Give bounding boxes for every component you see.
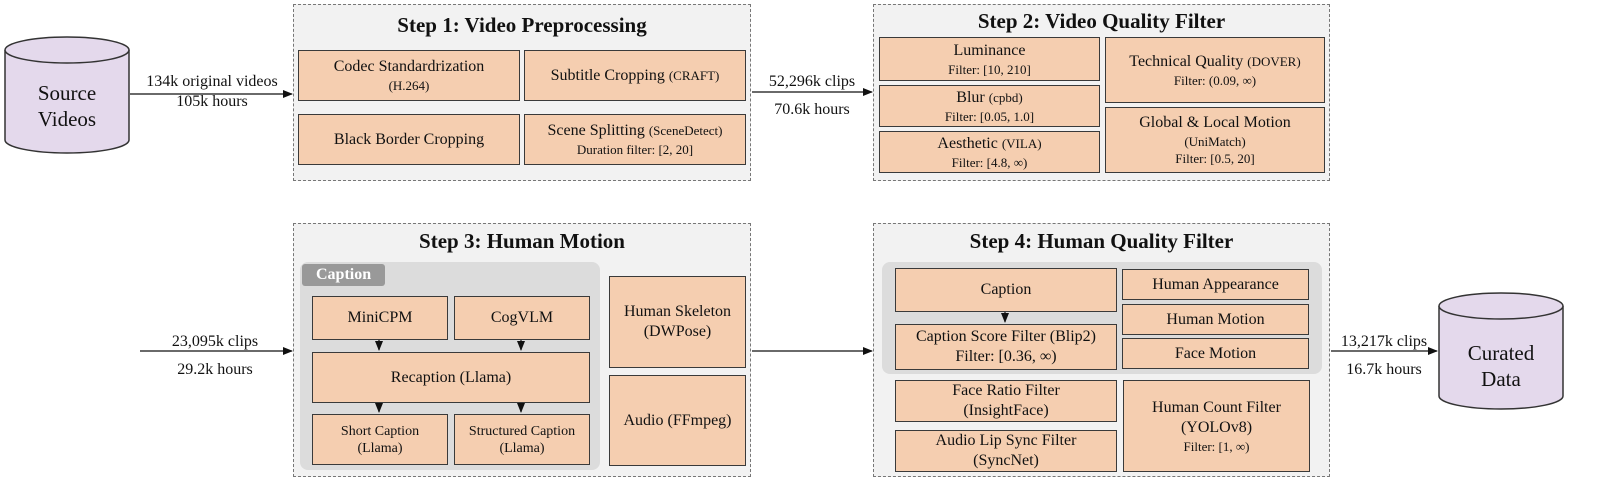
aesthetic-filter: Filter: [4.8, ∞)	[951, 154, 1028, 170]
luminance-box: Luminance Filter: [10, 210]	[879, 37, 1100, 81]
source-label-line2: Videos	[37, 107, 97, 131]
face-motion-label: Face Motion	[1174, 344, 1257, 362]
flow-label-step4-out: 13,217k clips 16.7k hours	[1332, 328, 1436, 384]
cogvlm-box: CogVLM	[454, 296, 590, 340]
lipsync-line1: Audio Lip Sync Filter	[935, 432, 1077, 449]
human-count-filter: Filter: [1, ∞)	[1183, 438, 1250, 454]
flow-hours: 70.6k hours	[774, 101, 850, 118]
human-motion-label: Human Motion	[1166, 310, 1265, 328]
flow-count: 13,217k clips	[1340, 333, 1428, 350]
border-label: Black Border Cropping	[333, 130, 485, 148]
face-ratio-line2: (InsightFace)	[963, 402, 1049, 419]
caption4-box: Caption	[895, 268, 1117, 312]
flow-label-step1-out: 52,296k clips 70.6k hours	[752, 68, 872, 124]
blur-sub: (cpbd)	[988, 89, 1023, 105]
step1-panel: Step 1: Video Preprocessing Codec Standa…	[293, 4, 751, 181]
luminance-filter: Filter: [10, 210]	[948, 61, 1031, 77]
step2-title: Step 2: Video Quality Filter	[977, 9, 1226, 33]
structured-caption-box: Structured Caption (Llama)	[454, 414, 590, 465]
aesthetic-box: Aesthetic (VILA) Filter: [4.8, ∞)	[879, 131, 1100, 173]
aesthetic-label: Aesthetic	[937, 134, 1002, 152]
scene-sub: (SceneDetect)	[648, 123, 723, 138]
luminance-label: Luminance	[953, 41, 1026, 59]
flow-count: 52,296k clips	[768, 73, 856, 90]
caption-badge: Caption	[302, 264, 386, 286]
face-motion-box: Face Motion	[1122, 338, 1309, 369]
short-caption-line1: Short Caption	[340, 423, 420, 439]
flow-hours: 16.7k hours	[1346, 361, 1422, 378]
caption-score-filter: Filter: [0.36, ∞)	[955, 348, 1057, 365]
flow-count: 23,095k clips	[171, 333, 259, 350]
flow-label-step3-in: 23,095k clips 29.2k hours	[140, 328, 290, 384]
flow-hours: 29.2k hours	[177, 361, 253, 378]
step2-panel: Step 2: Video Quality Filter Luminance F…	[873, 4, 1330, 181]
lipsync-box: Audio Lip Sync Filter (SyncNet)	[895, 430, 1117, 472]
step4-panel: Step 4: Human Quality Filter Caption Cap…	[873, 223, 1330, 477]
flow-hours: 105k hours	[176, 93, 248, 110]
skeleton-line1: Human Skeleton	[623, 303, 732, 320]
scene-label: Scene Splitting	[547, 122, 649, 139]
cylinder-icon	[1438, 292, 1564, 410]
curated-data-node: Curated Data	[1438, 292, 1564, 410]
face-ratio-box: Face Ratio Filter (InsightFace)	[895, 380, 1117, 422]
appearance-label: Human Appearance	[1152, 275, 1279, 293]
appearance-box: Human Appearance	[1122, 269, 1309, 300]
motion-label: Global & Local Motion	[1139, 114, 1291, 131]
step1-title: Step 1: Video Preprocessing	[397, 13, 647, 37]
audio-box: Audio (FFmpeg)	[609, 375, 746, 466]
aesthetic-sub: (VILA)	[1001, 135, 1042, 151]
scene-filter: Duration filter: [2, 20]	[576, 142, 694, 157]
step4-title: Step 4: Human Quality Filter	[969, 229, 1234, 253]
subtitle-label: Subtitle Cropping	[550, 66, 669, 84]
minicpm-box: MiniCPM	[312, 296, 448, 340]
short-caption-line2: (Llama)	[357, 440, 403, 456]
step3-title: Step 3: Human Motion	[419, 229, 625, 253]
curated-label-line2: Data	[1481, 367, 1521, 391]
audio-label: Audio (FFmpeg)	[623, 411, 732, 429]
blur-filter: Filter: [0.05, 1.0]	[944, 108, 1035, 124]
short-caption-box: Short Caption (Llama)	[312, 414, 448, 465]
codec-label: Codec Standardrization	[333, 58, 485, 75]
blur-label: Blur	[956, 88, 989, 106]
codec-sub: (H.264)	[388, 78, 430, 93]
technical-sub: (DOVER)	[1247, 53, 1301, 69]
human-count-line1: Human Count Filter	[1152, 398, 1281, 416]
step3-panel: Step 3: Human Motion Caption MiniCPM Cog…	[293, 223, 751, 477]
technical-label: Technical Quality	[1129, 52, 1248, 70]
lipsync-line2: (SyncNet)	[973, 452, 1039, 469]
subtitle-sub: (CRAFT)	[668, 67, 720, 83]
human-count-line2: (YOLOv8)	[1180, 418, 1253, 436]
flow-label-videos: 134k original videos 105k hours	[132, 72, 292, 112]
recaption-box: Recaption (Llama)	[312, 352, 590, 403]
motion-box: Global & Local Motion (UniMatch) Filter:…	[1105, 107, 1325, 173]
recaption-label: Recaption (Llama)	[390, 368, 512, 386]
structured-caption-line1: Structured Caption	[468, 423, 576, 439]
source-label-line1: Source	[37, 81, 97, 105]
human-count-box: Human Count Filter (YOLOv8) Filter: [1, …	[1123, 380, 1310, 472]
human-motion-box: Human Motion	[1122, 304, 1309, 335]
structured-caption-line2: (Llama)	[499, 440, 545, 456]
motion-sub: (UniMatch)	[1184, 134, 1246, 149]
caption-score-label: Caption Score Filter (Blip2)	[916, 328, 1096, 345]
face-ratio-line1: Face Ratio Filter	[952, 382, 1060, 399]
caption-score-box: Caption Score Filter (Blip2) Filter: [0.…	[895, 324, 1117, 370]
source-videos-node: Source Videos	[4, 36, 130, 154]
border-box: Black Border Cropping	[298, 114, 520, 165]
caption4-label: Caption	[980, 281, 1032, 298]
technical-filter: Filter: (0.09, ∞)	[1173, 72, 1257, 88]
skeleton-line2: (DWPose)	[643, 323, 712, 340]
technical-box: Technical Quality (DOVER) Filter: (0.09,…	[1105, 37, 1325, 103]
blur-box: Blur (cpbd) Filter: [0.05, 1.0]	[879, 85, 1100, 127]
minicpm-label: MiniCPM	[347, 309, 413, 326]
curated-label-line1: Curated	[1467, 341, 1535, 365]
skeleton-box: Human Skeleton (DWPose)	[609, 276, 746, 368]
motion-filter: Filter: [0.5, 20]	[1175, 151, 1255, 166]
cylinder-icon	[4, 36, 130, 154]
codec-box: Codec Standardrization (H.264)	[298, 50, 520, 101]
scene-box: Scene Splitting (SceneDetect) Duration f…	[524, 114, 746, 165]
cogvlm-label: CogVLM	[490, 309, 554, 326]
subtitle-box: Subtitle Cropping (CRAFT)	[524, 50, 746, 101]
flow-count: 134k original videos	[146, 73, 278, 90]
